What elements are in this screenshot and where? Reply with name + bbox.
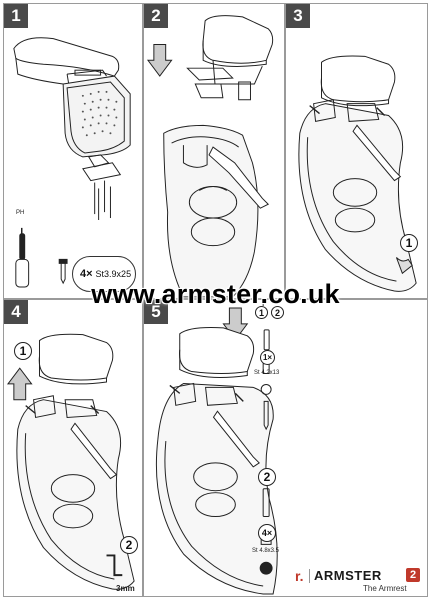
step-3-badge: 3 — [286, 4, 310, 28]
brand-logo: r. ARMSTER 2 The Armrest — [293, 565, 424, 595]
step-5-badge: 5 — [144, 300, 168, 324]
step-3-callout: 1 — [400, 234, 418, 252]
hex-key-icon — [106, 554, 123, 577]
step-4-badge: 4 — [4, 300, 28, 324]
armrest-fixing-illustration — [155, 300, 278, 595]
brand-mark-icon: r. — [295, 568, 304, 584]
step-5-spec-2: St 4.8x3.5 — [252, 548, 280, 554]
brand-number-badge: 2 — [406, 568, 420, 582]
step-2-panel: 2 — [143, 3, 285, 299]
step-5-qty-1: 1× — [260, 350, 275, 365]
brand-divider — [309, 569, 310, 583]
step-4-callout-1: 1 — [14, 342, 32, 360]
step-5-callout-2: 2 — [271, 306, 284, 319]
pointer-hand-icon — [395, 257, 413, 275]
armrest-installed-illustration — [298, 55, 417, 292]
step-5-panel: 5 — [143, 299, 428, 597]
step-5-callout-1: 1 — [255, 306, 268, 319]
screw-quantity: 4× — [80, 268, 93, 280]
screwdriver-label: PH — [16, 210, 25, 216]
step-4-panel: 4 1 2 3mm — [3, 299, 143, 597]
up-arrow-icon — [6, 367, 33, 401]
perforation-pattern — [81, 90, 118, 137]
step-4-callout-2: 2 — [120, 536, 138, 554]
brand-tagline: The Armrest — [363, 584, 407, 593]
screw-spec: St3.9x25 — [95, 269, 132, 279]
website-url-banner: www.armster.co.uk — [91, 279, 340, 309]
screw-count-callout: 4× St3.9x25 — [72, 256, 136, 292]
step-5-qty-2: 4× — [258, 524, 276, 542]
brand-name: ARMSTER — [314, 568, 382, 583]
step-3-panel: 3 1 — [285, 3, 428, 299]
step-2-badge: 2 — [144, 4, 168, 28]
armrest-mounting-illustration — [146, 15, 274, 298]
step-1-panel: 1 — [3, 3, 143, 299]
step-5-spec-1: St 4.2x13 — [254, 370, 280, 376]
hex-key-size: 3mm — [116, 584, 135, 593]
step-1-badge: 1 — [4, 4, 28, 28]
armrest-exploded-illustration — [13, 37, 131, 288]
down-arrow-icon — [146, 44, 173, 77]
step-5-callout-3: 2 — [258, 468, 276, 486]
armrest-adjust-illustration — [6, 333, 135, 590]
